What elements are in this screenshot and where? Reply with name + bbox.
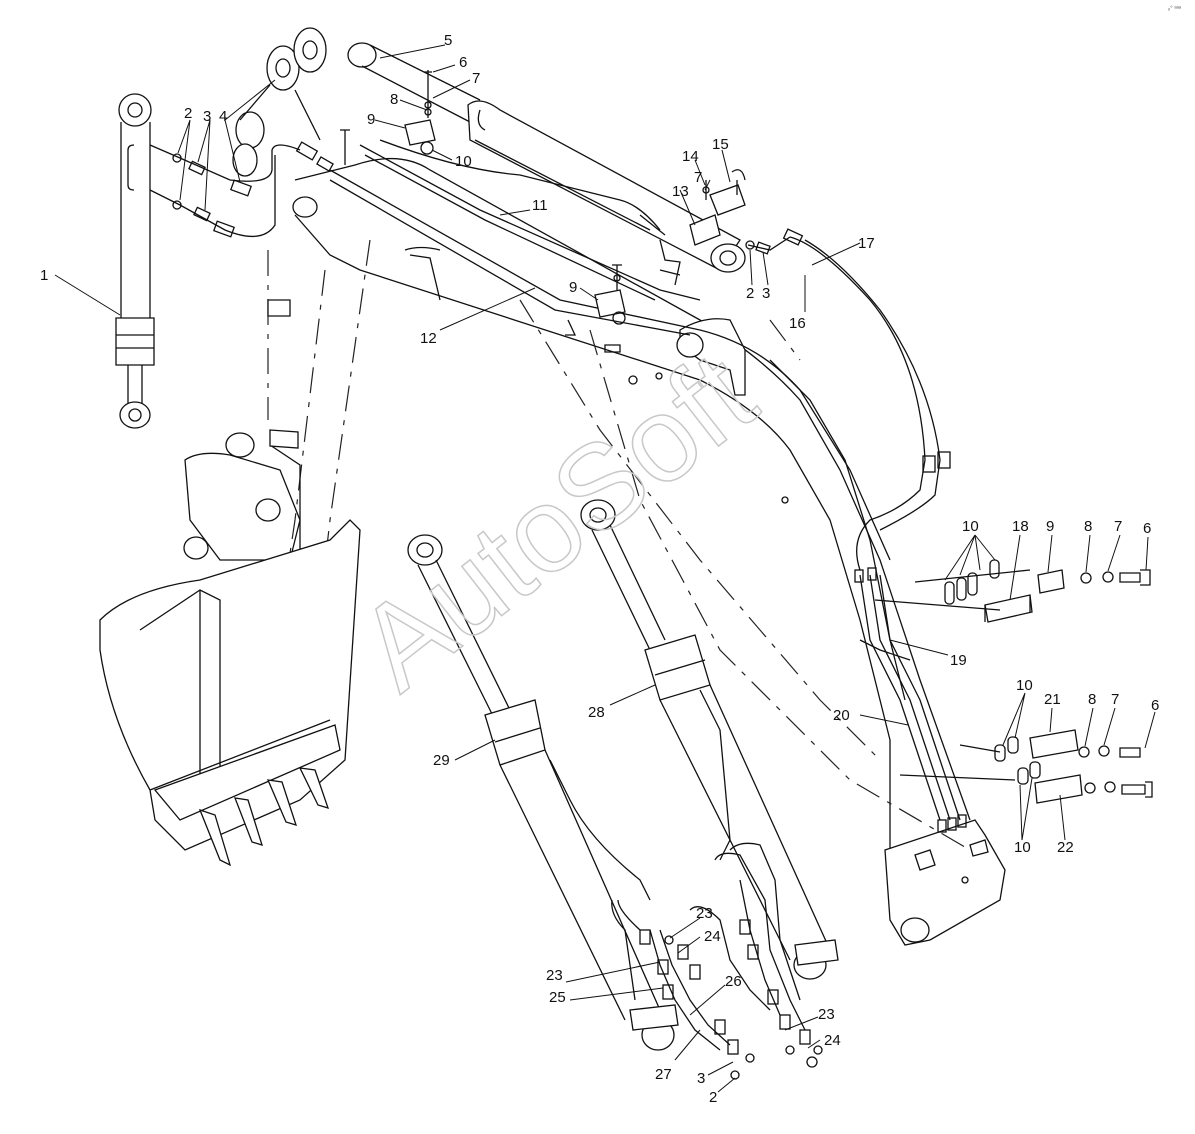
clamp-top	[340, 70, 436, 165]
callout-4: 4	[219, 108, 227, 125]
bucket-pin-bracket	[267, 299, 299, 449]
callout-11: 11	[532, 197, 548, 214]
callout-25: 25	[549, 989, 566, 1006]
callout-19: 19	[950, 652, 967, 669]
corner-mark: ₒ° ᵃᵃᵃ	[1168, 6, 1182, 12]
callout-8-upper: 8	[1084, 518, 1092, 535]
callout-9-mid: 9	[569, 279, 577, 296]
callout-16: 16	[789, 315, 806, 332]
callout-10: 10	[455, 153, 472, 170]
arm-cylinder-28	[580, 499, 839, 980]
callout-3: 3	[203, 108, 211, 125]
callout-10-upper: 10	[962, 518, 979, 535]
callout-3-right: 3	[762, 285, 770, 302]
callout-5: 5	[444, 32, 452, 49]
callout-13: 13	[672, 183, 689, 200]
callout-7-lower: 7	[1111, 691, 1119, 708]
clamp-mid	[565, 264, 626, 353]
clamp-assembly-18	[874, 559, 1151, 623]
callout-24-top: 24	[704, 928, 721, 945]
callout-7-upper: 7	[1114, 518, 1122, 535]
callout-1: 1	[40, 267, 48, 284]
callout-7-valve: 7	[694, 169, 702, 186]
callout-17: 17	[858, 235, 875, 252]
callout-21: 21	[1044, 691, 1061, 708]
arm-cylinder-29	[407, 534, 679, 1051]
callout-7: 7	[472, 70, 480, 87]
callout-28: 28	[588, 704, 605, 721]
callout-18: 18	[1012, 518, 1029, 535]
callout-3-bottom: 3	[697, 1070, 705, 1087]
valve-block	[659, 169, 746, 286]
bucket-hoses	[149, 141, 334, 238]
callout-2-bottom: 2	[709, 1089, 717, 1106]
callout-10-lower: 10	[1016, 677, 1033, 694]
callout-26: 26	[725, 973, 742, 990]
callout-2: 2	[184, 105, 192, 122]
bucket	[99, 432, 361, 867]
clamp-assembly-21-22	[899, 729, 1153, 804]
callout-10-bottom: 10	[1014, 839, 1031, 856]
callout-20: 20	[833, 707, 850, 724]
boom	[232, 27, 1006, 946]
callout-6-lower: 6	[1151, 697, 1159, 714]
callout-8: 8	[390, 91, 398, 108]
boom-centerlines	[267, 239, 971, 851]
callout-9: 9	[367, 111, 375, 128]
hose-17-16	[745, 228, 951, 571]
callout-2-right: 2	[746, 285, 754, 302]
callout-23-right: 23	[818, 1006, 835, 1023]
bucket-cylinder	[115, 93, 155, 429]
callout-14: 14	[682, 148, 699, 165]
tubes-19-20	[769, 359, 967, 833]
callout-22: 22	[1057, 839, 1074, 856]
callout-6-upper: 6	[1143, 520, 1151, 537]
callout-23-left: 23	[546, 967, 563, 984]
callout-12: 12	[420, 330, 437, 347]
callout-27: 27	[655, 1066, 672, 1083]
callout-leaders	[54, 44, 1156, 1093]
callout-8-lower: 8	[1088, 691, 1096, 708]
callout-24-right: 24	[824, 1032, 841, 1049]
lower-hoses	[611, 842, 823, 1080]
callout-6: 6	[459, 54, 467, 71]
callout-15: 15	[712, 136, 729, 153]
callout-23-top: 23	[696, 905, 713, 922]
callout-29: 29	[433, 752, 450, 769]
callout-9-upper: 9	[1046, 518, 1054, 535]
watermark-text: AutoSoft	[334, 326, 779, 715]
callout-labels: 1 2 3 4 5 6 7 8 9 10 11 12 9 13 14 15 7 …	[40, 32, 1159, 1106]
boom-cylinder	[347, 42, 746, 273]
